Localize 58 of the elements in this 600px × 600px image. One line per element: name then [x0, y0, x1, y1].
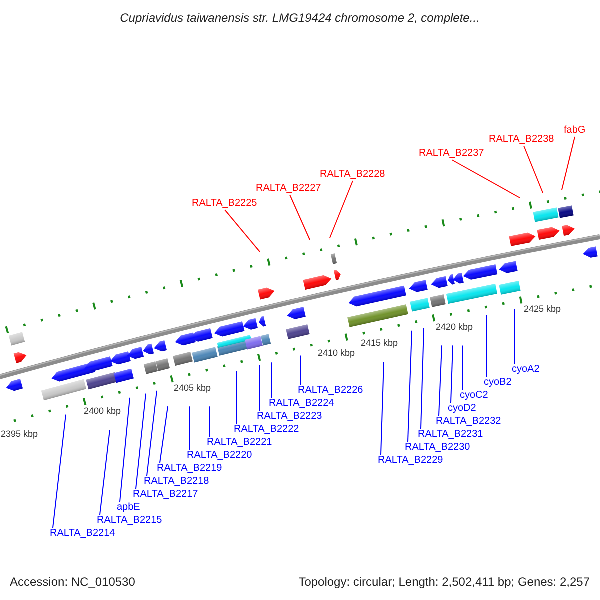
leader-line	[224, 210, 260, 252]
leader-line	[290, 194, 310, 240]
gene-label: apbE	[117, 502, 140, 514]
scale-label: 2425 kbp	[524, 304, 562, 314]
gene-label: RALTA_B2215	[97, 515, 162, 527]
leader-line	[486, 314, 488, 378]
gene-label: RALTA_B2219	[157, 463, 222, 475]
gene-label: cyoC2	[460, 390, 488, 402]
gene-label: RALTA_B2221	[207, 437, 272, 449]
leader-line	[408, 330, 412, 442]
leader-line	[420, 328, 424, 430]
gene-label: RALTA_B2232	[436, 416, 502, 428]
leader-line	[160, 406, 168, 464]
leader-line	[450, 345, 454, 404]
gene-label: RALTA_B2222	[234, 424, 300, 436]
gene-label: RALTA_B2223	[257, 411, 322, 423]
leader-line	[462, 345, 464, 390]
gene-label: cyoB2	[484, 377, 512, 389]
leader-line	[300, 355, 302, 386]
leader-line	[52, 414, 66, 528]
scale-label: 2410 kbp	[318, 348, 356, 358]
gene-label: RALTA_B2225	[192, 198, 258, 210]
scale-label: 2415 kbp	[361, 338, 398, 348]
gene-label: RALTA_B2224	[269, 398, 334, 410]
gene-label: RALTA_B2238	[489, 134, 554, 146]
leader-line	[146, 390, 158, 476]
gene-label: RALTA_B2237	[419, 148, 484, 160]
leader-line	[524, 146, 544, 194]
gene-label: fabG	[564, 125, 586, 137]
leader-line	[330, 180, 354, 238]
title: Cupriavidus taiwanensis str. LMG19424 chromosome 2, complete...	[119, 11, 481, 25]
gene-label: RALTA_B2218	[144, 476, 210, 488]
footer-text: Accession: NC_010530	[10, 575, 136, 589]
scale-label: 2395 kbp	[1, 428, 38, 439]
scale-label: 2420 kbp	[436, 322, 474, 332]
leader-line	[514, 308, 516, 364]
scale-label: 2400 kbp	[84, 406, 122, 416]
scale-label: 2405 kbp	[174, 382, 212, 393]
footer-text: Topology: circular; Length: 2,502,411 bp; Genes: 2,257	[298, 575, 590, 589]
leader-line	[236, 370, 238, 424]
gene-label: RALTA_B2226	[298, 385, 364, 397]
leader-line	[562, 136, 576, 190]
gene-label: RALTA_B2227	[256, 183, 322, 195]
leader-line	[120, 397, 130, 502]
gene-label: RALTA_B2228	[320, 169, 386, 181]
leader-line	[380, 362, 384, 456]
gene-label: RALTA_B2214	[50, 528, 116, 540]
gene-label: RALTA_B2229	[378, 455, 444, 467]
gene-label: RALTA_B2217	[133, 489, 198, 501]
leader-line	[100, 430, 110, 516]
gene-label: cyoA2	[512, 364, 540, 376]
leader-line	[452, 160, 520, 198]
gene-label: RALTA_B2230	[405, 442, 470, 454]
gene-label: RALTA_B2220	[187, 450, 252, 462]
leader-line	[136, 393, 146, 490]
gene-label: cyoD2	[448, 403, 476, 415]
leader-line	[438, 345, 442, 416]
gene-label: RALTA_B2231	[418, 429, 484, 441]
